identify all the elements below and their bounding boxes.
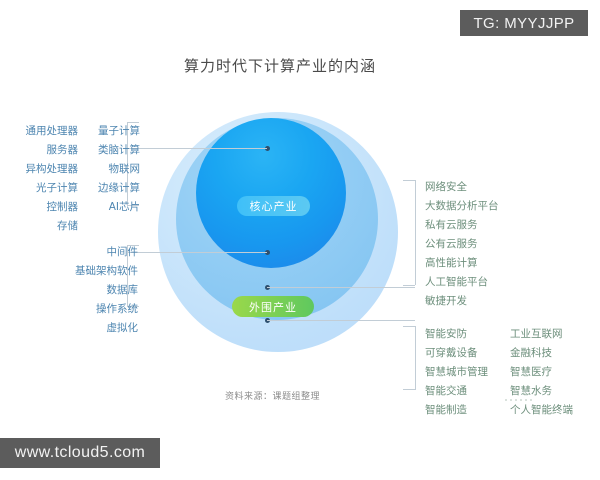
list-item: 量子计算 [98,125,140,137]
list-item: 可穿戴设备 [425,347,478,359]
watermark-telegram: TG: MYYJJPP [460,10,588,36]
list-item: 虚拟化 [106,322,139,334]
leader-line-hardware [127,148,267,149]
list-item: 服务器 [46,144,79,156]
list-item: 私有云服务 [425,219,478,231]
list-item: 智能安防 [425,328,467,340]
leader-line-platform [267,287,415,288]
source-note: 资料来源：课题组整理 [225,392,321,402]
list-item: 智慧城市管理 [425,366,488,378]
list-item: 公有云服务 [425,238,478,250]
list-item: 个人智能终端 [510,404,573,416]
list-item: 边缘计算 [98,182,140,194]
list-item: 金融科技 [510,347,552,359]
list-item: 存储 [57,220,78,232]
list-item: 类脑计算 [98,144,140,156]
right-bracket-applications-bottom-tick [403,389,415,390]
right-list-applications-column-a: 智能安防可穿戴设备智慧城市管理智能交通智能制造 [425,325,488,420]
list-item: 智能制造 [425,404,467,416]
right-bracket-applications-top-tick [403,326,415,327]
right-bracket-applications [415,326,416,390]
page-title: 算力时代下计算产业的内涵 [183,57,376,75]
list-item: 通用处理器 [25,125,79,137]
list-item: 基础架构软件 [75,265,138,277]
list-item: 光子计算 [36,182,78,194]
left-list-hardware-column-b: 量子计算类脑计算物联网边缘计算 AI芯片 [84,122,140,217]
left-list-hardware-column-a: 通用处理器服务器异构处理器光子计算控制器存储 [8,122,79,236]
right-list-applications-column-b: 工业互联网金融科技智慧医疗智慧水务个人智能终端 [510,325,573,420]
list-item: 工业互联网 [510,328,563,340]
list-item: 中间件 [106,246,139,258]
right-bracket-platform-top-tick [403,180,415,181]
left-bracket-hardware-top-tick [127,122,139,123]
left-bracket-hardware [127,122,128,206]
left-list-software-column-a: 中间件基础架构软件数据库操作系统虚拟化 [40,243,138,338]
list-item: 物联网 [108,163,141,175]
decorative-dots [505,399,532,401]
periphery-industry-label: 外围产业 [232,296,314,317]
list-item: 人工智能平台 [425,276,488,288]
list-item: 操作系统 [96,303,138,315]
list-item: 异构处理器 [25,163,79,175]
right-bracket-platform-bottom-tick [403,285,415,286]
connector-dot-hardware [265,146,270,151]
list-item: 控制器 [46,201,79,213]
core-industry-label: 核心产业 [237,196,310,216]
leader-line-applications [267,320,415,321]
list-item: 智能交通 [425,385,467,397]
list-item: 网络安全 [425,181,467,193]
connector-dot-software [265,250,270,255]
list-item: 智慧医疗 [510,366,552,378]
left-bracket-software-bottom-tick [127,306,139,307]
right-bracket-platform [415,180,416,285]
leader-line-software [127,252,267,253]
left-bracket-software [127,245,128,307]
list-item: 数据库 [106,284,139,296]
right-list-platform-column-a: 网络安全大数据分析平台私有云服务公有云服务高性能计算人工智能平台敏捷开发 [425,178,499,311]
list-item: 大数据分析平台 [425,200,499,212]
list-item: 智慧水务 [510,385,552,397]
list-item: 高性能计算 [425,257,478,269]
list-item: AI芯片 [108,201,140,213]
core-industry-circle [196,118,346,268]
watermark-website: www.tcloud5.com [0,438,160,468]
list-item: 敏捷开发 [425,295,467,307]
left-bracket-software-top-tick [127,245,139,246]
left-bracket-hardware-bottom-tick [127,205,139,206]
